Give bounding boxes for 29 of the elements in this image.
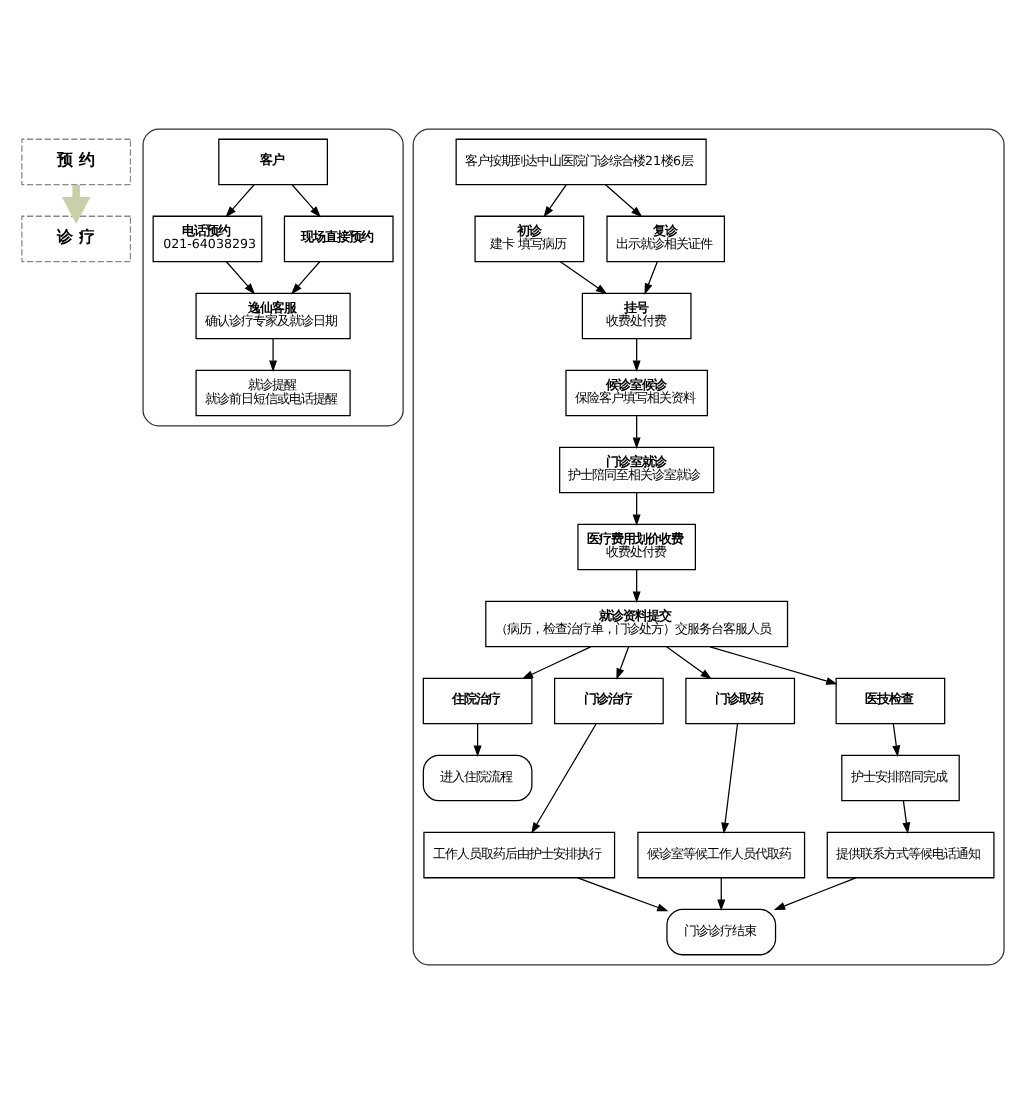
arrow: [902, 800, 911, 834]
arrow: [632, 569, 641, 603]
arrow: [521, 646, 592, 680]
arrow: [225, 184, 255, 218]
cluster: [142, 128, 404, 427]
arrow: [632, 338, 641, 372]
arrow: [269, 338, 278, 372]
arrow: [473, 723, 482, 757]
arrow: [892, 723, 901, 757]
arrow: [632, 492, 641, 526]
arrow: [577, 877, 669, 912]
arrow: [604, 184, 643, 218]
arrow: [773, 877, 857, 911]
arrow: [721, 723, 739, 834]
arrow: [717, 877, 726, 911]
node-box: 预 约: [21, 138, 132, 186]
arrow: [291, 184, 321, 218]
arrow: [632, 415, 641, 449]
arrow: [291, 261, 321, 295]
node-box: 诊 疗: [21, 215, 132, 263]
arrow: [616, 646, 630, 680]
cluster: [412, 128, 1005, 966]
arrow: [543, 184, 567, 218]
arrow: [709, 646, 838, 685]
arrow: [225, 261, 256, 295]
arrow: [559, 261, 608, 295]
arrow: [531, 723, 597, 834]
arrow: [666, 646, 712, 680]
arrow: [644, 261, 658, 295]
